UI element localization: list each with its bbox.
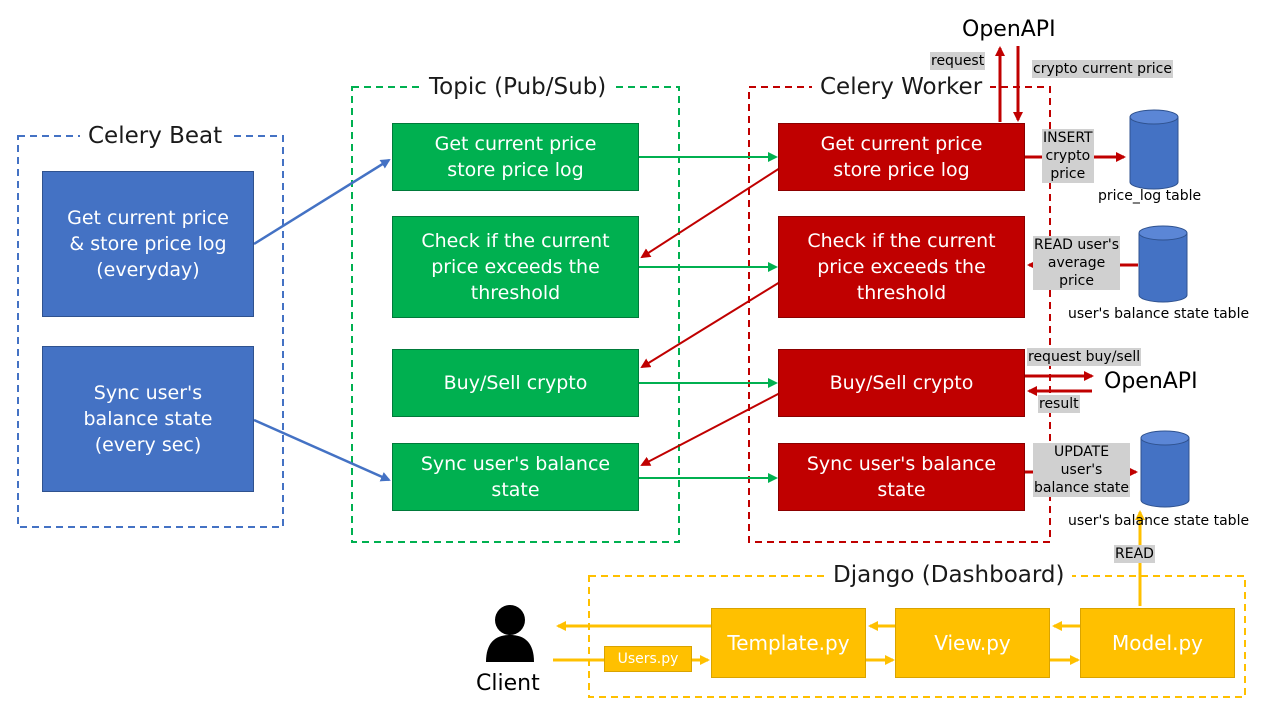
topic-buy-sell[interactable]: Buy/Sell crypto	[392, 349, 639, 417]
topic-title: Topic (Pub/Sub)	[421, 73, 615, 101]
balance-state-database-icon-2	[1140, 430, 1190, 508]
template-py-box[interactable]: Template.py	[711, 608, 866, 678]
worker-to-topic-arrow-3	[640, 392, 781, 466]
worker-threshold-check[interactable]: Check if the current price exceeds the t…	[778, 216, 1025, 318]
price-log-table-label: price_log table	[1098, 188, 1202, 204]
beat-to-topic-price-arrow	[253, 158, 391, 246]
insert-crypto-price-label: INSERT crypto price	[1042, 129, 1094, 183]
worker-to-topic-arrow-2	[640, 281, 781, 369]
view-py-box[interactable]: View.py	[895, 608, 1050, 678]
read-label: READ	[1114, 545, 1155, 563]
topic-price-log[interactable]: Get current price store price log	[392, 123, 639, 191]
celery-worker-title: Celery Worker	[812, 73, 991, 101]
price-log-database-icon	[1129, 109, 1179, 190]
celery-beat-title: Celery Beat	[80, 122, 231, 150]
client-label: Client	[476, 671, 540, 696]
read-average-price-label: READ user's average price	[1033, 236, 1121, 290]
update-balance-label: UPDATE user's balance state	[1033, 443, 1131, 497]
topic-threshold-check[interactable]: Check if the current price exceeds the t…	[392, 216, 639, 318]
beat-price-task[interactable]: Get current price & store price log (eve…	[42, 171, 254, 317]
model-py-box[interactable]: Model.py	[1080, 608, 1235, 678]
topic-frame	[351, 86, 680, 543]
worker-price-log[interactable]: Get current price store price log	[778, 123, 1025, 191]
users-py-box[interactable]: Users.py	[604, 646, 692, 672]
person-icon	[486, 605, 534, 662]
balance-table-label-2: user's balance state table	[1068, 513, 1250, 529]
openapi-top-label: OpenAPI	[962, 17, 1056, 42]
balance-table-label-1: user's balance state table	[1068, 306, 1250, 322]
crypto-current-price-label: crypto current price	[1032, 60, 1173, 78]
balance-state-database-icon-1	[1138, 225, 1188, 303]
worker-buy-sell[interactable]: Buy/Sell crypto	[778, 349, 1025, 417]
request-buy-sell-label: request buy/sell	[1027, 348, 1142, 366]
worker-to-topic-arrow-1	[640, 167, 781, 259]
django-title: Django (Dashboard)	[825, 561, 1073, 589]
beat-to-topic-balance-arrow	[253, 418, 391, 482]
beat-balance-task[interactable]: Sync user's balance state (every sec)	[42, 346, 254, 492]
request-label: request	[930, 52, 986, 70]
worker-sync-balance[interactable]: Sync user's balance state	[778, 443, 1025, 511]
topic-sync-balance[interactable]: Sync user's balance state	[392, 443, 639, 511]
openapi-mid-label: OpenAPI	[1104, 369, 1198, 394]
result-label: result	[1038, 395, 1080, 413]
